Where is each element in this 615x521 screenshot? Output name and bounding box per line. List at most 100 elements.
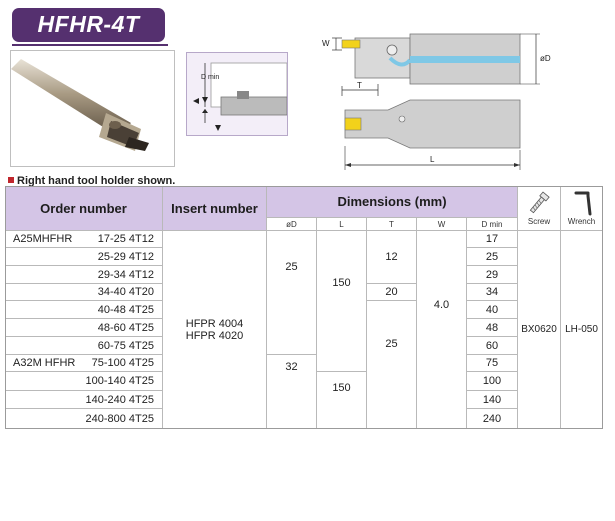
wrench-value-text: LH-050 — [565, 324, 598, 335]
order-range-row: 34-40 4T20 — [5, 284, 163, 301]
page-title: HFHR-4T — [37, 11, 140, 37]
screw-value-text: BX0620 — [521, 324, 557, 335]
dmin-text: 25 — [485, 250, 499, 263]
w-value-cell: 4.0 — [417, 231, 467, 429]
dmin-cell: 29 — [467, 266, 518, 284]
w-label: W — [322, 39, 330, 48]
subheader-t: T — [367, 218, 417, 231]
order-range-row: 240-800 4T25 — [5, 409, 163, 429]
dmin-text: 60 — [485, 339, 499, 352]
d-value-cell: 25 — [267, 231, 317, 355]
dmin-text: 75 — [485, 357, 499, 369]
order-group-a25: A25MHFHR — [5, 231, 80, 248]
order-range-row: 60-75 4T25 — [5, 337, 163, 355]
order-group-a32-text: A32M HFHR — [13, 357, 76, 369]
subheader-t-text: T — [389, 219, 394, 229]
d-value-text: 32 — [285, 361, 298, 373]
header-dimensions: Dimensions (mm) — [267, 186, 518, 218]
order-range-row: 17-25 4T12 — [80, 231, 163, 248]
l-label: L — [430, 155, 435, 164]
order-range-text: 140-240 4T25 — [85, 393, 155, 406]
dmin-text: 100 — [482, 375, 502, 387]
subheader-w-text: W — [437, 219, 446, 229]
order-range-text: 60-75 4T25 — [97, 339, 154, 352]
t-value-cell: 20 — [367, 284, 417, 301]
t-value-text: 25 — [385, 338, 398, 350]
dmin-text: 240 — [482, 412, 502, 425]
subheader-dmin-text: D min — [481, 219, 503, 229]
w-value-text: 4.0 — [433, 299, 450, 311]
order-range-text: 240-800 4T25 — [85, 412, 155, 425]
order-range-text: 48-60 4T25 — [97, 321, 154, 334]
title-badge: HFHR-4T — [12, 8, 165, 42]
l-value-text: 150 — [332, 277, 351, 289]
screw-icon — [529, 191, 550, 214]
order-range-text: 100-140 4T25 — [85, 375, 155, 387]
insert-number-cell: HFPR 4004 HFPR 4020 — [163, 231, 267, 429]
wrench-header-label: Wrench — [567, 217, 596, 226]
dmin-cell: 75 — [467, 355, 518, 372]
order-range-text: 25-29 4T12 — [97, 250, 154, 263]
t-value-text: 20 — [385, 286, 398, 298]
order-range-text: 75-100 4T25 — [91, 357, 154, 369]
order-range-row: 25-29 4T12 — [5, 248, 163, 266]
title-underline — [12, 44, 168, 46]
screw-header: Screw — [518, 186, 561, 231]
l-value-cell: 150 — [317, 372, 367, 429]
wrench-header: Wrench — [561, 186, 603, 231]
hex-wrench-icon — [574, 191, 591, 216]
dmin-cell: 34 — [467, 284, 518, 301]
subheader-dmin: D min — [467, 218, 518, 231]
subheader-l: L — [317, 218, 367, 231]
dmin-text: 29 — [485, 268, 499, 281]
dmin-cell: 48 — [467, 319, 518, 337]
dmin-cell: 140 — [467, 391, 518, 409]
d-value-text: 25 — [285, 261, 298, 273]
header-order-text: Order number — [40, 200, 127, 216]
order-range-row: 75-100 4T25 — [80, 355, 163, 372]
subheader-l-text: L — [339, 219, 344, 229]
product-photo — [10, 50, 175, 167]
spec-table: Order number Insert number Dimensions (m… — [5, 186, 603, 429]
dmin-cell: 40 — [467, 301, 518, 319]
subheader-d: øD — [267, 218, 317, 231]
screw-header-label: Screw — [527, 217, 551, 226]
order-range-text: 29-34 4T12 — [97, 268, 154, 281]
t-value-text: 12 — [385, 251, 398, 263]
dmin-text: 140 — [482, 393, 502, 406]
order-range-text: 34-40 4T20 — [97, 286, 154, 298]
dmin-text: 17 — [485, 233, 499, 245]
header-insert-number: Insert number — [163, 186, 267, 231]
d-value-cell: 32 — [267, 355, 317, 429]
dmin-cell: 25 — [467, 248, 518, 266]
order-range-row: 48-60 4T25 — [5, 319, 163, 337]
order-range-text: 17-25 4T12 — [97, 233, 154, 245]
order-group-a32: A32M HFHR — [5, 355, 80, 372]
l-value-cell: 150 — [317, 231, 367, 372]
order-group-a25-text: A25MHFHR — [13, 233, 73, 245]
holder-note: Right hand tool holder shown. — [8, 175, 175, 187]
order-range-row: 140-240 4T25 — [5, 391, 163, 409]
d-label: øD — [540, 54, 551, 63]
subheader-w: W — [417, 218, 467, 231]
wrench-value-cell: LH-050 — [561, 231, 603, 429]
screw-value-cell: BX0620 — [518, 231, 561, 429]
order-range-row: 29-34 4T12 — [5, 266, 163, 284]
insert-number-text: HFPR 4004 — [185, 317, 244, 330]
dmin-cell: 240 — [467, 409, 518, 429]
dmin-cell: 100 — [467, 372, 518, 391]
dmin-label: D min — [201, 74, 220, 81]
order-range-row: 100-140 4T25 — [5, 372, 163, 391]
t-label: T — [357, 81, 362, 90]
dmin-text: 34 — [485, 286, 499, 298]
subheader-d-text: øD — [286, 219, 297, 229]
dmin-text: 40 — [485, 303, 499, 316]
dmin-detail-diagram: D min — [186, 52, 288, 136]
t-value-cell: 12 — [367, 231, 417, 284]
technical-drawing: W T øD L — [310, 18, 585, 180]
order-range-text: 40-48 4T25 — [97, 303, 154, 316]
header-dimensions-text: Dimensions (mm) — [337, 194, 447, 209]
header-order-number: Order number — [5, 186, 163, 231]
holder-note-text: Right hand tool holder shown. — [17, 175, 176, 187]
order-range-row: 40-48 4T25 — [5, 301, 163, 319]
